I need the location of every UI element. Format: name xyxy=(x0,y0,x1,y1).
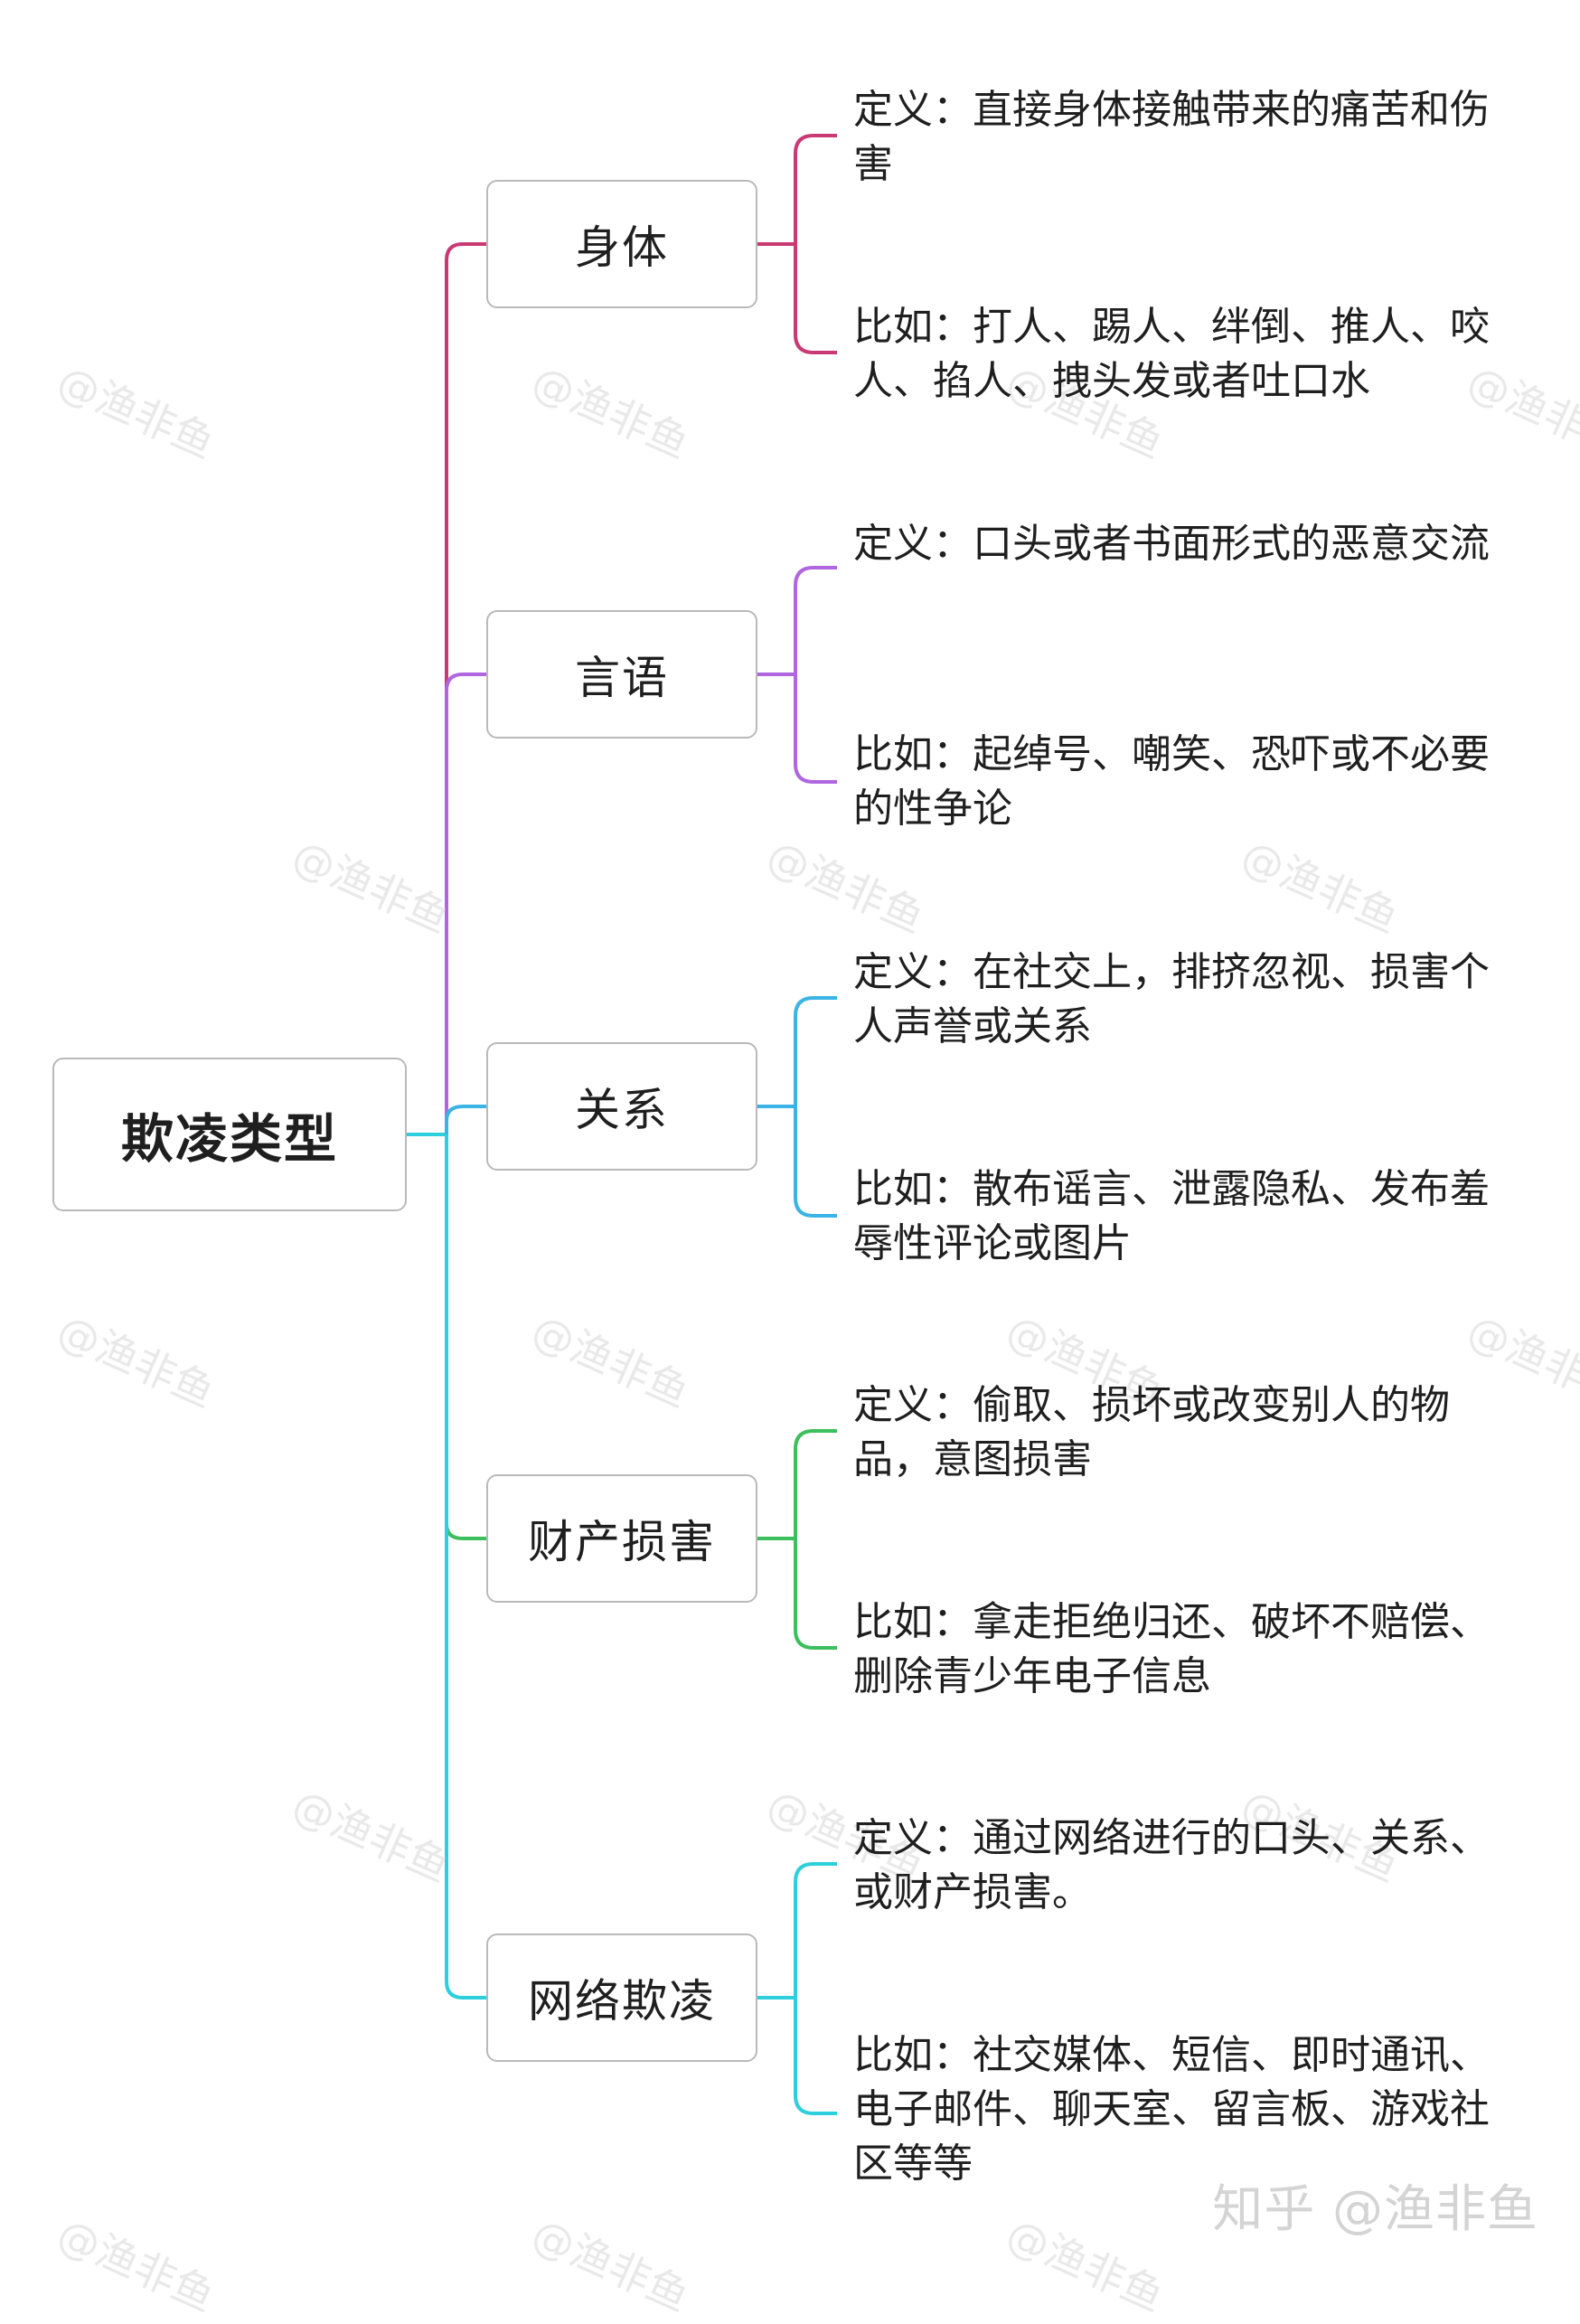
trunk-2-line xyxy=(445,673,486,1134)
trunk-1-line xyxy=(445,242,486,1134)
definition-text: 定义：直接身体接触带来的痛苦和伤害 xyxy=(853,87,1490,187)
trunk-4-line xyxy=(445,1134,486,1540)
example-text: 比如：拿走拒绝归还、破坏不赔偿、删除青少年电子信息 xyxy=(853,1599,1490,1699)
root-label: 欺凌类型 xyxy=(120,1108,338,1170)
definition-text: 定义：偷取、损坏或改变别人的物品，意图损害 xyxy=(853,1382,1450,1482)
example-text: 比如：散布谣言、泄露隐私、发布羞辱性评论或图片 xyxy=(853,1166,1490,1266)
bracket-5 xyxy=(757,1862,837,2115)
bracket-1 xyxy=(757,134,837,354)
trunk-5-line xyxy=(445,1134,486,1999)
brand-watermark: 知乎 @渔非鱼 xyxy=(1212,2180,1538,2239)
trunk-3-line xyxy=(445,1105,486,1134)
definition-text: 定义：口头或者书面形式的恶意交流 xyxy=(853,521,1490,567)
bracket-3 xyxy=(757,996,837,1218)
category-label: 网络欺凌 xyxy=(528,1975,716,2028)
bracket-4 xyxy=(757,1429,837,1650)
connector-lines xyxy=(407,134,837,2115)
definition-text: 定义：通过网络进行的口头、关系、或财产损害。 xyxy=(853,1815,1490,1915)
root-node[interactable]: 欺凌类型 xyxy=(52,1058,407,1211)
category-label: 身体 xyxy=(575,221,669,274)
category-label: 关系 xyxy=(575,1084,669,1136)
category-node-cyber[interactable]: 网络欺凌 xyxy=(486,1934,757,2062)
category-node-property[interactable]: 财产损害 xyxy=(486,1474,757,1603)
category-node-body[interactable]: 身体 xyxy=(486,180,757,308)
category-label: 言语 xyxy=(575,652,669,704)
bracket-2 xyxy=(757,566,837,784)
example-text: 比如：打人、踢人、绊倒、推人、咬人、掐人、拽头发或者吐口水 xyxy=(853,304,1490,404)
definition-text: 定义：在社交上，排挤忽视、损害个人声誉或关系 xyxy=(853,949,1490,1049)
category-node-verbal[interactable]: 言语 xyxy=(486,610,757,739)
example-text: 比如：社交媒体、短信、即时通讯、电子邮件、聊天室、留言板、游戏社区等等 xyxy=(853,2032,1490,2187)
category-label: 财产损害 xyxy=(528,1516,716,1568)
category-node-relational[interactable]: 关系 xyxy=(486,1042,757,1171)
example-text: 比如：起绰号、嘲笑、恐吓或不必要的性争论 xyxy=(853,731,1490,832)
